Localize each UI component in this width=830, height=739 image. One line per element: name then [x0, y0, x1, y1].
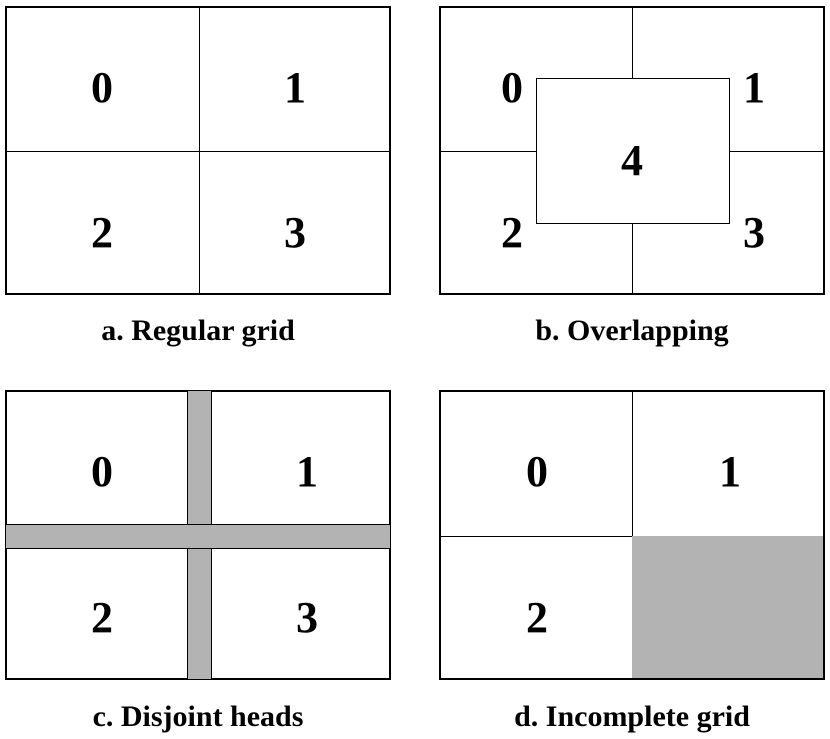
vertical-divider [632, 392, 633, 678]
overlapping-region [536, 78, 730, 224]
cell-label-0: 0 [501, 63, 523, 112]
caption-overlapping: b. Overlapping [535, 314, 729, 347]
cell-label-3: 3 [284, 208, 306, 257]
cell-label-2: 2 [91, 208, 113, 257]
cell-label-1: 1 [719, 447, 741, 496]
cell-label-0: 0 [91, 63, 113, 112]
cell-label-2: 2 [526, 593, 548, 642]
caption-incomplete-grid: d. Incomplete grid [514, 700, 750, 733]
cell-label-0: 0 [91, 447, 113, 496]
cell-label-3: 3 [296, 593, 318, 642]
panel-incomplete-grid: 0 1 2 [439, 390, 825, 680]
panel-regular-grid: 0 1 2 3 [5, 6, 391, 295]
caption-disjoint-heads: c. Disjoint heads [92, 700, 304, 733]
horizontal-divider [7, 151, 389, 152]
cell-label-1: 1 [284, 63, 306, 112]
panel-disjoint-heads: 0 1 2 3 [5, 390, 391, 680]
cell-label-2: 2 [91, 593, 113, 642]
vertical-divider [199, 8, 200, 293]
overlap-label-4: 4 [621, 136, 643, 185]
missing-cell [632, 536, 823, 678]
cell-label-1: 1 [743, 63, 765, 112]
cell-label-1: 1 [296, 447, 318, 496]
caption-regular-grid: a. Regular grid [101, 314, 295, 347]
cell-label-0: 0 [526, 447, 548, 496]
panel-overlapping: 0 1 2 3 4 [439, 6, 825, 295]
horizontal-gap-bar [5, 524, 391, 549]
cell-label-3: 3 [743, 208, 765, 257]
cell-label-2: 2 [501, 208, 523, 257]
